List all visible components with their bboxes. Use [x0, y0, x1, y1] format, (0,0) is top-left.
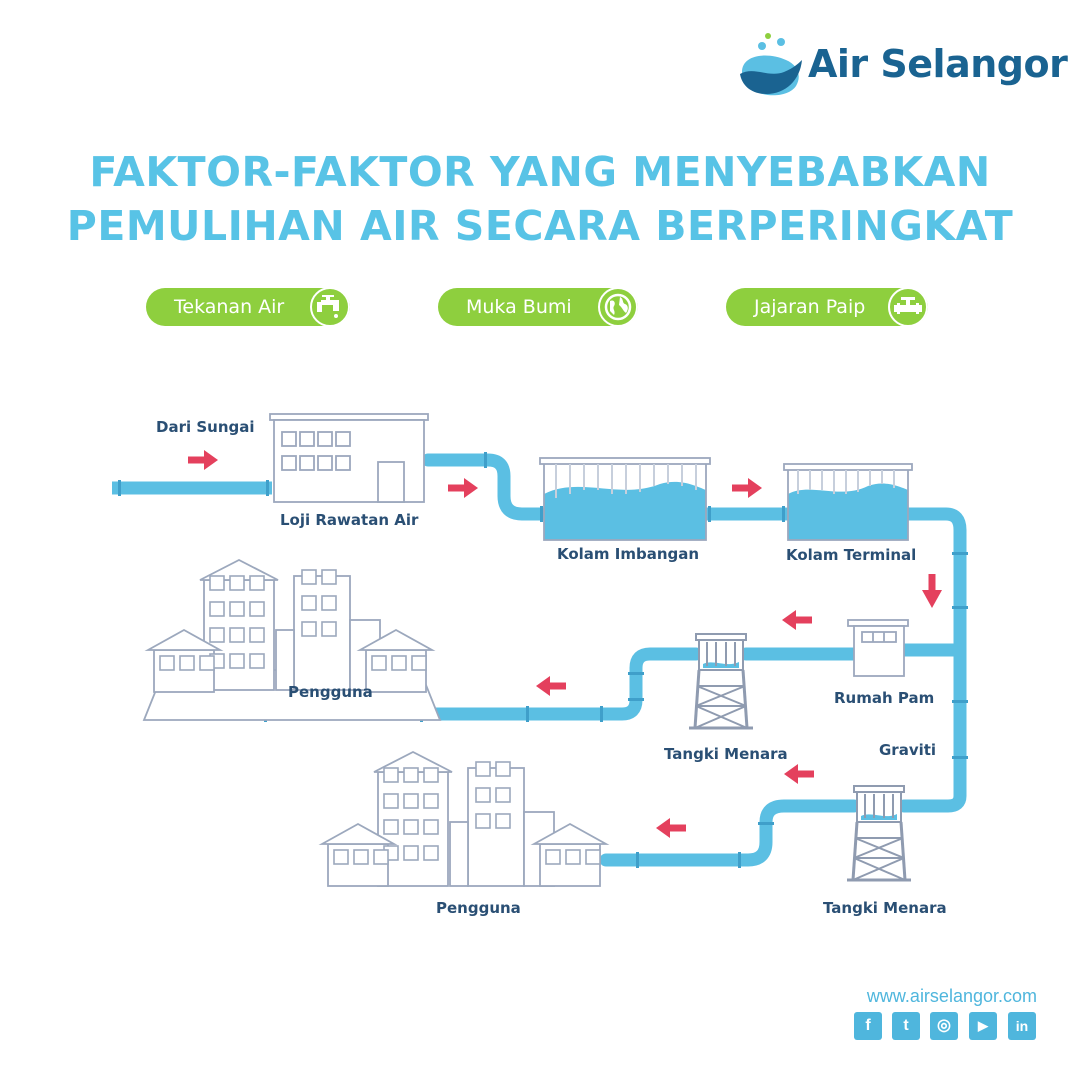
linkedin-icon[interactable]: in	[1008, 1012, 1036, 1040]
factor-label: Tekanan Air	[174, 296, 285, 318]
brand-name: Air Selangor	[808, 42, 1068, 86]
factor-label: Jajaran Paip	[754, 296, 866, 318]
water-drop-logo-icon	[740, 33, 802, 96]
flow-arrow-down	[922, 574, 942, 608]
twitter-icon[interactable]: t	[892, 1012, 920, 1040]
label-tangki-menara-2: Tangki Menara	[823, 899, 947, 917]
flow-arrow-right	[732, 478, 762, 498]
factor-pill-muka-bumi: Muka Bumi	[438, 287, 638, 327]
water-tap-icon	[310, 287, 350, 327]
terminal-pond	[783, 463, 913, 541]
page-title-line2: PEMULIHAN AIR SECARA BERPERINGKAT	[66, 202, 1014, 250]
flow-arrow-left	[536, 676, 566, 696]
label-tangki-menara-1: Tangki Menara	[664, 745, 788, 763]
label-kolam-imbangan: Kolam Imbangan	[557, 545, 700, 563]
globe-icon	[598, 287, 638, 327]
brand-logo[interactable]: Air Selangor	[738, 32, 1068, 102]
tower-tank-2	[845, 784, 913, 882]
label-graviti: Graviti	[879, 741, 937, 759]
label-pengguna-2: Pengguna	[436, 899, 521, 917]
youtube-icon[interactable]: ▶	[969, 1012, 997, 1040]
website-link[interactable]: www.airselangor.com	[866, 986, 1037, 1006]
balancing-pond	[539, 457, 711, 541]
label-rumah-pam: Rumah Pam	[834, 689, 935, 707]
facebook-icon[interactable]: f	[854, 1012, 882, 1040]
tower-tank-1	[687, 632, 755, 730]
factor-label: Muka Bumi	[466, 296, 572, 318]
flow-arrow-right	[448, 478, 478, 498]
flow-arrow-right	[188, 450, 218, 470]
label-pengguna-1: Pengguna	[288, 683, 373, 701]
label-dari-sungai: Dari Sungai	[156, 418, 255, 436]
factor-pill-tekanan-air: Tekanan Air	[146, 287, 350, 327]
flow-arrow-left	[656, 818, 686, 838]
label-loji-rawatan-air: Loji Rawatan Air	[280, 511, 419, 529]
consumer-city-2	[318, 750, 610, 887]
flow-arrow-left	[784, 764, 814, 784]
treatment-plant-building	[269, 413, 429, 503]
flow-arrow-left	[782, 610, 812, 630]
pipe-valve-icon	[888, 287, 928, 327]
factor-pill-jajaran-paip: Jajaran Paip	[726, 287, 928, 327]
page-title-line1: FAKTOR-FAKTOR YANG MENYEBABKAN	[89, 148, 991, 196]
label-kolam-terminal: Kolam Terminal	[786, 546, 917, 564]
pump-house	[847, 619, 909, 677]
instagram-icon[interactable]: ◎	[930, 1012, 958, 1040]
